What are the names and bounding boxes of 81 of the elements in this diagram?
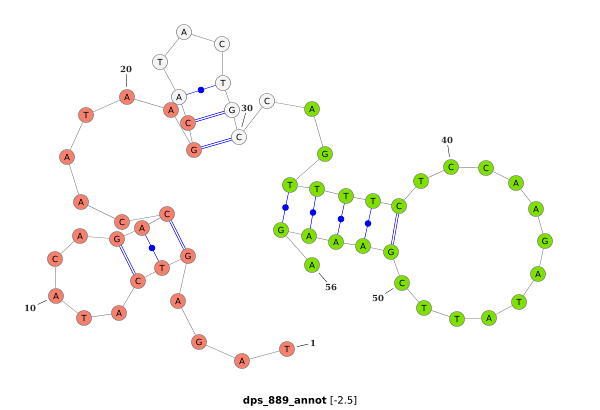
backbone-line <box>286 236 308 260</box>
base-pair-line <box>391 213 399 245</box>
base-pair-line <box>337 203 345 235</box>
backbone-line <box>539 248 544 267</box>
backbone-line <box>370 247 384 251</box>
backbone-line <box>496 305 512 315</box>
backbone-line <box>164 38 180 56</box>
backbone-line <box>69 164 79 195</box>
backbone-line <box>249 350 280 360</box>
backbone-line <box>148 218 160 224</box>
backbone-line <box>393 259 400 276</box>
leader-line <box>296 344 309 347</box>
backbone-line <box>538 216 544 234</box>
backbone-line <box>124 230 136 236</box>
base-pair-line <box>364 208 372 239</box>
backbone-line <box>380 202 392 205</box>
backbone-line <box>458 166 478 168</box>
leader-line <box>126 74 127 87</box>
backbone-line <box>92 100 120 112</box>
backbone-line <box>70 122 84 150</box>
backbone-line <box>244 106 263 132</box>
leader-line <box>37 300 47 305</box>
position-number: 20 <box>120 66 132 72</box>
backbone-line <box>316 237 329 241</box>
backbone-line <box>191 34 215 42</box>
backbone-line <box>520 188 532 204</box>
backbone-line <box>523 280 534 296</box>
backbone-line <box>274 102 305 108</box>
leader-line <box>447 144 450 158</box>
backbone-line <box>343 242 356 246</box>
backbone-line <box>174 116 190 144</box>
backbone-line <box>87 236 110 239</box>
backbone-line <box>181 308 196 336</box>
backbone-line <box>91 314 112 318</box>
backbone-line <box>181 104 186 116</box>
position-number: 56 <box>326 284 336 290</box>
backbone-line <box>88 205 116 219</box>
backbone-line <box>189 130 193 143</box>
base-pair-line <box>186 85 216 95</box>
backbone-line <box>314 116 324 147</box>
backbone-line <box>206 344 236 358</box>
leader-line <box>318 272 328 283</box>
base-pair-line <box>310 196 316 229</box>
position-number: 30 <box>242 104 253 112</box>
base-pair-line <box>145 234 159 262</box>
position-number: 50 <box>372 294 384 302</box>
backbone-line <box>144 271 156 278</box>
backbone-line <box>234 117 238 130</box>
backbone-line <box>464 318 482 320</box>
backbone-line <box>431 310 450 317</box>
position-number: 10 <box>25 304 36 312</box>
backbone-line <box>179 263 187 294</box>
backbone-line <box>122 287 134 307</box>
leader-line <box>384 288 394 294</box>
backbone-line <box>222 52 224 76</box>
backbone-line <box>404 186 416 200</box>
base-pair-line <box>201 138 232 150</box>
base-pair-line <box>119 245 136 275</box>
backbone-line <box>297 186 310 188</box>
backbone-line <box>296 158 320 180</box>
leader-line <box>241 112 246 128</box>
backbone-line <box>353 197 366 200</box>
base-pair-line <box>169 220 186 250</box>
base-pair-line <box>195 110 225 122</box>
backbone-line <box>406 288 420 302</box>
backbone-line <box>54 266 56 288</box>
backbone-line <box>168 258 182 266</box>
backbone-line <box>288 231 302 235</box>
backbone-line <box>134 98 164 108</box>
backbone-line <box>324 190 339 194</box>
position-number: 40 <box>441 136 453 144</box>
backbone-line <box>428 170 444 178</box>
caption: dps_889_annot [-2.5] <box>243 396 356 406</box>
backbone-line <box>129 215 160 221</box>
backbone-line <box>163 68 176 90</box>
backbone-line <box>492 171 510 180</box>
backbone-line <box>62 300 78 314</box>
backbone-line <box>225 90 230 103</box>
position-number: 1 <box>311 340 316 346</box>
backbone-line <box>60 240 75 254</box>
base-pair-line <box>282 192 289 223</box>
